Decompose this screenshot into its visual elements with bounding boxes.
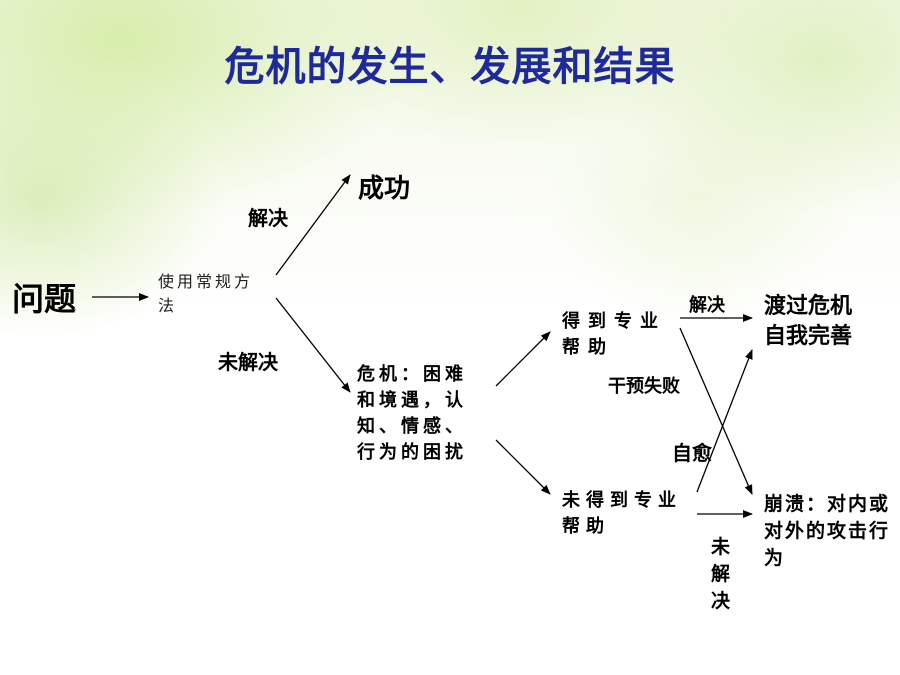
label-intervention-failed: 干预失败 bbox=[608, 376, 680, 397]
label-unresolved-mid: 未解决 bbox=[218, 350, 278, 374]
node-problem: 问题 bbox=[12, 280, 77, 318]
arrow-crisis-to-no-help bbox=[495, 439, 551, 495]
arrow-method-to-crisis bbox=[275, 297, 351, 393]
node-crisis: 危机：困难和境遇，认知、情感、行为的困扰 bbox=[357, 364, 467, 463]
node-overcome: 渡过危机自我完善 bbox=[764, 294, 853, 349]
label-self-heal: 自愈 bbox=[672, 441, 712, 465]
slide-title: 危机的发生、发展和结果 bbox=[224, 44, 676, 90]
label-resolved-top: 解决 bbox=[248, 206, 288, 230]
arrow-crisis-to-got-help bbox=[495, 331, 551, 387]
node-collapse: 崩溃：对内或对外的攻击行为 bbox=[764, 493, 891, 569]
arrow-no-help-to-overcome bbox=[696, 349, 753, 493]
label-resolved-right: 解决 bbox=[689, 295, 725, 316]
arrow-got-help-to-collapse bbox=[679, 327, 753, 495]
node-got-help: 得到专业帮助 bbox=[562, 311, 666, 358]
node-conventional-method: 使用常规方法 bbox=[158, 272, 254, 315]
node-no-help: 未得到专业帮助 bbox=[562, 490, 682, 537]
label-unresolved-bottom: 未解决 bbox=[711, 536, 731, 612]
node-success: 成功 bbox=[358, 174, 411, 204]
arrow-method-to-success bbox=[275, 174, 351, 276]
